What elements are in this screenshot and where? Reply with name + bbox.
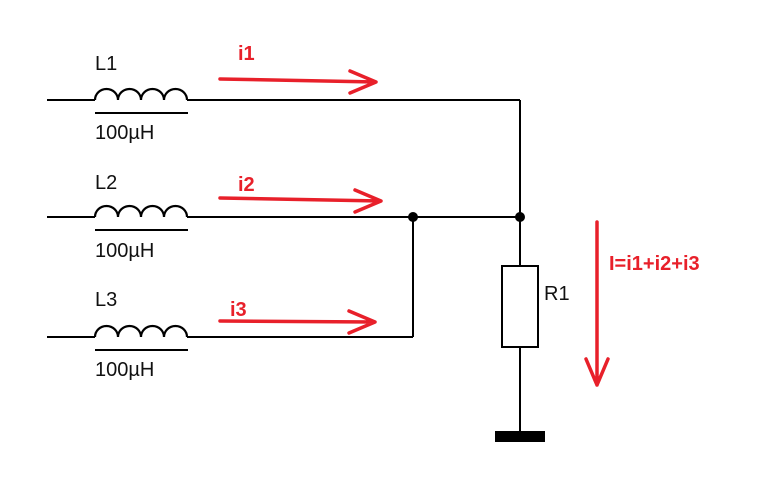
ground-symbol [495, 431, 545, 442]
inductor-l2-value: 100µH [95, 240, 154, 262]
current-i3-label: i3 [230, 299, 247, 321]
current-total-arrow [584, 220, 610, 387]
junction-node-left [408, 212, 418, 222]
inductor-l2-name: L2 [95, 172, 117, 194]
inductor-l1-name: L1 [95, 53, 117, 75]
current-i3-arrow [218, 309, 377, 335]
current-i1-annotation: i1 [218, 43, 378, 95]
current-i3-annotation: i3 [218, 299, 377, 335]
inductor-l1-value: 100µH [95, 122, 154, 144]
current-total-label: I=i1+i2+i3 [609, 253, 700, 275]
current-total-annotation: I=i1+i2+i3 [584, 220, 700, 387]
branch-l3: L3 100µH [47, 289, 413, 381]
current-i2-arrow [218, 188, 383, 214]
branch-l2: L2 100µH [47, 172, 520, 262]
current-i2-annotation: i2 [218, 174, 383, 214]
resistor-r1-body [501, 265, 539, 348]
resistor-r1-name: R1 [544, 283, 570, 305]
branch-l1: L1 100µH [47, 53, 520, 144]
inductor-l3-coil [93, 324, 189, 338]
inductor-l2-coil [93, 204, 189, 218]
inductor-l3-name: L3 [95, 289, 117, 311]
inductor-l1-coil [93, 87, 189, 101]
inductor-l3-value: 100µH [95, 359, 154, 381]
current-i1-arrow [218, 69, 378, 95]
current-i2-label: i2 [238, 174, 255, 196]
current-i1-label: i1 [238, 43, 255, 65]
